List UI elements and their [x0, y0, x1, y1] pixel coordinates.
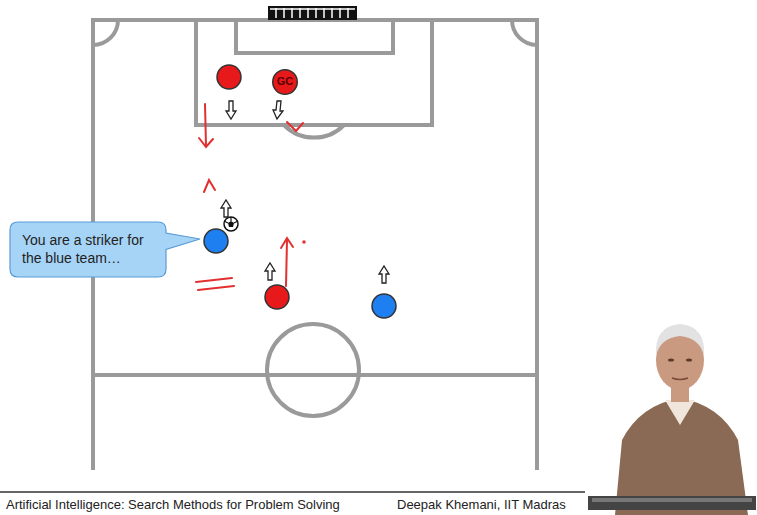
footer-course-title: Artificial Intelligence: Search Methods …: [6, 497, 340, 512]
annotations: [196, 104, 305, 290]
goal: [268, 6, 357, 20]
callout-text: You are a striker for the blue team…: [22, 232, 154, 267]
footer-author: Deepak Khemani, IIT Madras: [397, 497, 566, 512]
presenter-photo: [585, 320, 757, 515]
players: [204, 65, 396, 318]
move-arrows: [221, 101, 389, 283]
callout-box: You are a striker for the blue team…: [10, 222, 166, 277]
player-label: GC: [277, 75, 294, 89]
ball: [224, 217, 238, 231]
goalkeeper-player: GC: [272, 69, 298, 95]
footer-rule: [0, 491, 585, 493]
